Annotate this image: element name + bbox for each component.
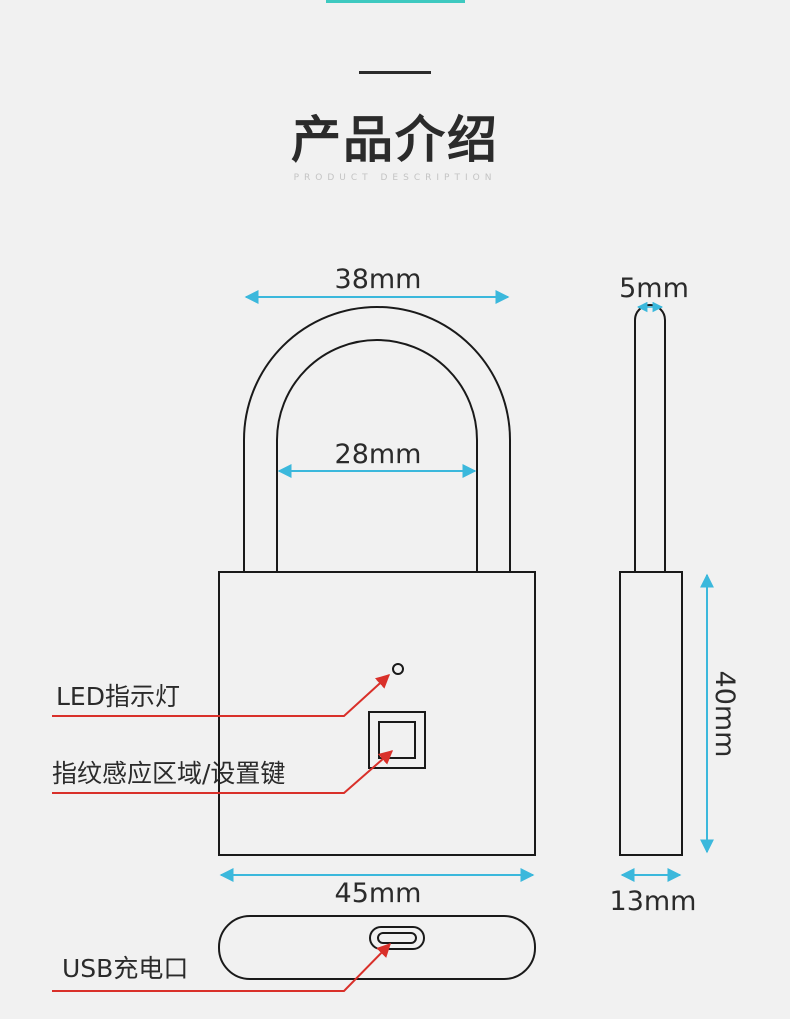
callout-line-usb bbox=[52, 942, 391, 992]
dim-label-body-depth: 13mm bbox=[610, 886, 697, 917]
page-subtitle: PRODUCT DESCRIPTION bbox=[293, 173, 497, 183]
dim-label-shackle-outer: 38mm bbox=[335, 264, 422, 295]
front-view bbox=[218, 306, 536, 856]
bottom-view bbox=[218, 915, 536, 980]
led-indicator bbox=[392, 663, 404, 675]
dim-label-body-height: 40mm bbox=[709, 671, 740, 758]
bottom-body bbox=[218, 915, 536, 980]
lock-body bbox=[218, 571, 536, 856]
callout-label-usb: USB充电口 bbox=[62, 954, 188, 983]
side-body bbox=[619, 571, 683, 856]
usb-port-outer bbox=[369, 926, 425, 950]
callout-label-led: LED指示灯 bbox=[56, 682, 180, 711]
usb-port-inner bbox=[377, 932, 417, 944]
dim-label-shackle-thickness: 5mm bbox=[619, 273, 689, 304]
fingerprint-sensor-frame bbox=[368, 711, 426, 769]
fingerprint-sensor-pad bbox=[378, 721, 416, 759]
dim-label-shackle-inner: 28mm bbox=[335, 439, 422, 470]
callout-line-led bbox=[52, 674, 391, 717]
side-view bbox=[619, 304, 683, 856]
callout-line-fingerprint bbox=[52, 750, 394, 794]
top-accent-bar bbox=[326, 0, 465, 3]
side-shackle bbox=[634, 304, 666, 572]
title-rule bbox=[359, 71, 431, 74]
dim-label-body-width: 45mm bbox=[335, 878, 422, 909]
shackle-outline bbox=[243, 306, 511, 573]
page-title: 产品介绍 bbox=[291, 111, 499, 169]
callout-label-fingerprint: 指纹感应区域/设置键 bbox=[52, 759, 285, 788]
